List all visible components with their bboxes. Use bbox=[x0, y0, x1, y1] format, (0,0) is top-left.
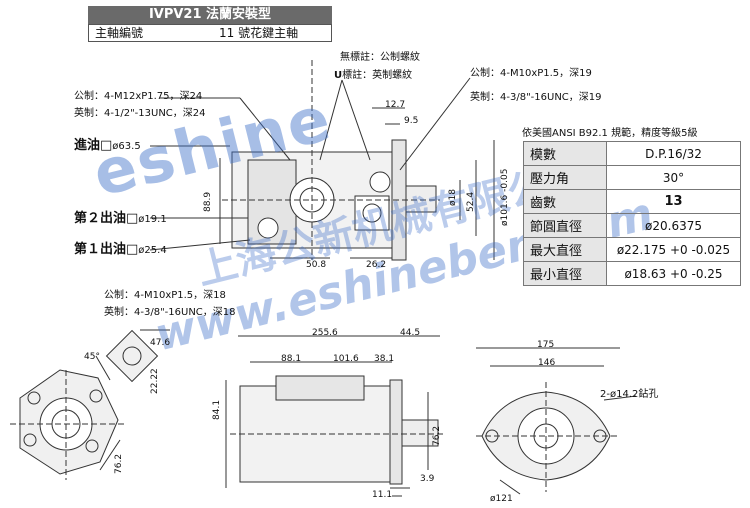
shaft-value: 11 號花鍵主軸 bbox=[219, 26, 299, 40]
dim-175: 175 bbox=[537, 340, 555, 350]
shaft-label: 主軸編號 bbox=[95, 26, 144, 40]
note-right-top-imperial: 英制：4-3/8"-16UNC，深19 bbox=[470, 92, 602, 103]
dim-38-1: 38.1 bbox=[374, 354, 395, 364]
spec-key: 最大直徑 bbox=[523, 237, 607, 262]
spec-key: 壓力角 bbox=[523, 165, 607, 190]
shaft-top bbox=[405, 185, 437, 213]
note-left-bottom-metric: 公制：4-M10xP1.5，深18 bbox=[104, 290, 226, 301]
spec-key: 模數 bbox=[523, 141, 607, 166]
spec-key: 節圓直徑 bbox=[523, 213, 607, 238]
note-right-top-metric: 公制：4-M10xP1.5，深19 bbox=[470, 68, 592, 79]
port-face-square bbox=[105, 329, 159, 383]
dim-88-1: 88.1 bbox=[281, 354, 302, 364]
dim-84-1: 84.1 bbox=[212, 399, 222, 420]
table-row: 最大直徑 ø22.175 +0 -0.025 bbox=[523, 237, 741, 262]
note-left-top-metric: 公制：4-M12xP1.75，深24 bbox=[74, 91, 203, 102]
shaft-info: 主軸編號 11 號花鍵主軸 bbox=[88, 24, 332, 42]
dim-121: ø121 bbox=[490, 494, 513, 504]
spec-table: 模數 D.P.16/32 壓力角 30° 齒數 13 節圓直徑 ø20.6375… bbox=[523, 141, 741, 286]
dim-76-2b: 76.2 bbox=[432, 425, 442, 446]
dim-101-6: ø101.6 -0.05 bbox=[500, 168, 510, 226]
table-row: 節圓直徑 ø20.6375 bbox=[523, 213, 741, 238]
u-letter: U bbox=[334, 70, 343, 81]
dim-44-5: 44.5 bbox=[400, 328, 421, 338]
dim-101-6b: 101.6 bbox=[333, 354, 359, 364]
port-circle-right bbox=[369, 171, 391, 193]
spec-value: ø22.175 +0 -0.025 bbox=[606, 237, 741, 262]
port-inlet-size: ø63.5 bbox=[112, 141, 141, 152]
dim-3-9: 3.9 bbox=[420, 474, 435, 484]
spec-value: ø20.6375 bbox=[606, 213, 741, 238]
port-outlet2: 第２出油□ø19.1 bbox=[74, 207, 167, 226]
port-outlet2-size: ø19.1 bbox=[138, 214, 167, 225]
port-outlet1-label: 第１出油□ bbox=[74, 242, 139, 257]
dim-255-6: 255.6 bbox=[312, 328, 338, 338]
note-left-top-imperial: 英制：4-1/2"-13UNC，深24 bbox=[74, 108, 206, 119]
note-u-mark: U標註：英制螺紋 bbox=[334, 70, 412, 82]
dim-9-5: 9.5 bbox=[404, 116, 419, 126]
dim-88-9: 88.9 bbox=[203, 191, 213, 212]
port-outlet1-size: ø25.4 bbox=[138, 245, 167, 256]
dim-11-1: 11.1 bbox=[372, 490, 393, 500]
page-title: IVPV21 法蘭安裝型 bbox=[88, 6, 332, 24]
spec-value: 30° bbox=[606, 165, 741, 190]
note-left-bottom-imperial: 英制：4-3/8"-16UNC，深18 bbox=[104, 307, 236, 318]
port-inlet-label: 進油□ bbox=[74, 138, 113, 153]
port-outlet1: 第１出油□ø25.4 bbox=[74, 238, 167, 257]
port-inlet: 進油□ø63.5 bbox=[74, 134, 141, 153]
dim-50-8: 50.8 bbox=[306, 260, 327, 270]
dim-18: ø18 bbox=[448, 189, 458, 206]
table-row: 齒數 13 bbox=[523, 189, 741, 214]
spec-value: D.P.16/32 bbox=[606, 141, 741, 166]
dim-146: 146 bbox=[538, 358, 556, 368]
spec-key: 最小直徑 bbox=[523, 261, 607, 286]
table-row: 壓力角 30° bbox=[523, 165, 741, 190]
dim-76-2a: 76.2 bbox=[114, 453, 124, 474]
pump-inlet-block bbox=[247, 159, 297, 245]
note-no-mark: 無標註：公制螺紋 bbox=[340, 52, 420, 63]
dim-26-2: 26.2 bbox=[366, 260, 387, 270]
dim-45: 45° bbox=[84, 352, 100, 362]
dim-52-4: 52.4 bbox=[466, 191, 476, 212]
dim-12-7: 12.7 bbox=[385, 100, 406, 110]
u-text: 標註：英制螺紋 bbox=[342, 70, 413, 81]
spec-key: 齒數 bbox=[523, 189, 607, 214]
spec-value: ø18.63 +0 -0.25 bbox=[606, 261, 741, 286]
shaft-side bbox=[401, 419, 439, 447]
table-row: 模數 D.P.16/32 bbox=[523, 141, 741, 166]
dim-47-6: 47.6 bbox=[150, 338, 171, 348]
port-outlet2-label: 第２出油□ bbox=[74, 211, 139, 226]
spec-value: 13 bbox=[606, 189, 741, 214]
dim-2-14-2: 2-ø14.2鉆孔 bbox=[600, 389, 659, 400]
spec-caption: 依美國ANSI B92.1 規範，精度等級5級 bbox=[522, 128, 698, 139]
table-row: 最小直徑 ø18.63 +0 -0.25 bbox=[523, 261, 741, 286]
dim-22-22: 22.22 bbox=[150, 368, 160, 394]
port-circle-small bbox=[257, 217, 279, 239]
